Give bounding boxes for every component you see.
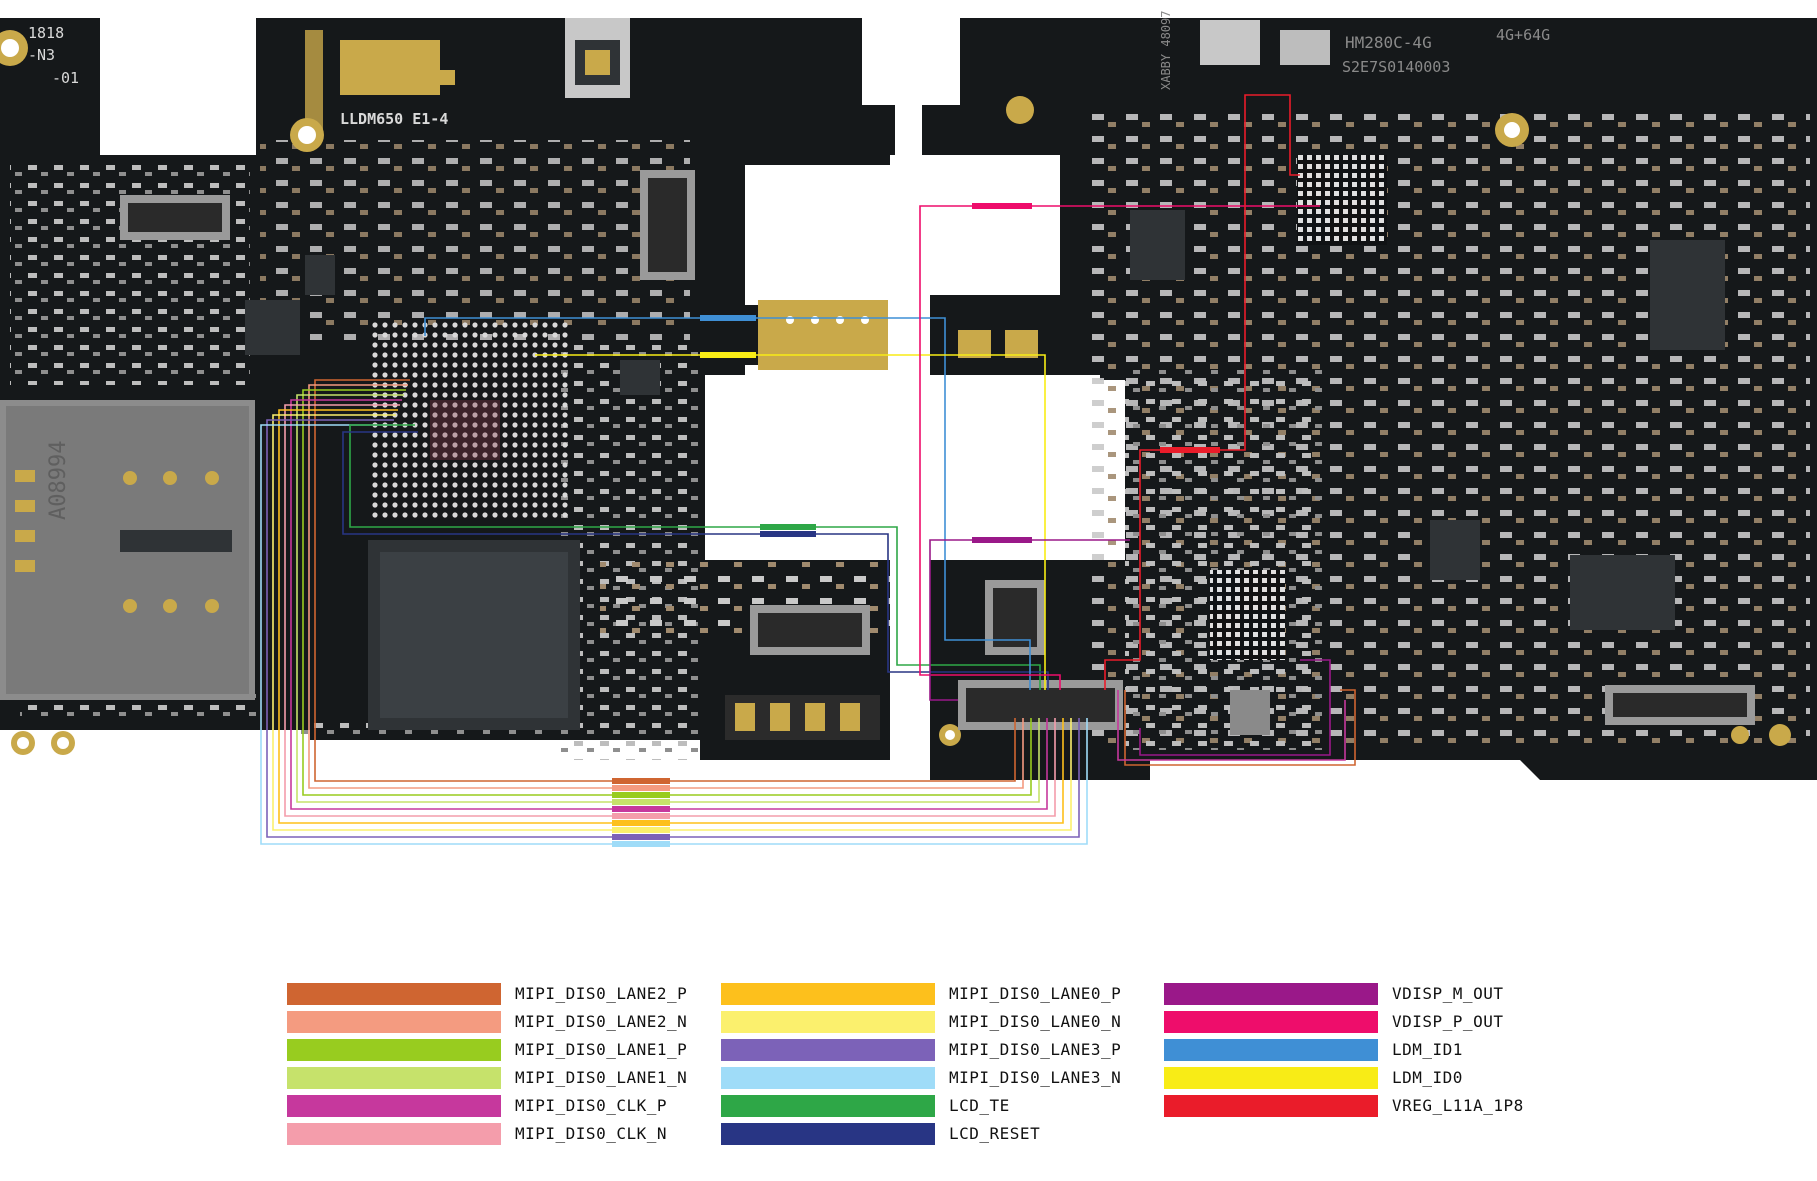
trace-vdispp xyxy=(919,205,1320,690)
legend-swatch-lane2p xyxy=(287,983,501,1005)
trace-lane3p xyxy=(266,419,1080,838)
trace-tag-lcdte xyxy=(760,524,816,530)
trace-lcdte xyxy=(349,424,1041,690)
legend-swatch-lane2n xyxy=(287,1011,501,1033)
legend-label-ldmid1: LDM_ID1 xyxy=(1392,1040,1463,1059)
legend-label-vreg: VREG_L11A_1P8 xyxy=(1392,1096,1524,1115)
left-board-model-label: LLDM650 E1-4 xyxy=(340,110,448,128)
trace-tag-clkp xyxy=(612,806,670,812)
trace-tag-vdispm xyxy=(972,537,1032,543)
legend-swatch-lcdreset xyxy=(721,1123,935,1145)
legend-swatch-lane1p xyxy=(287,1039,501,1061)
right-board-model-label: HM280C-4G xyxy=(1345,33,1432,52)
right-board-memory-label: 4G+64G xyxy=(1496,26,1550,44)
trace-lane2n xyxy=(308,384,1024,789)
trace-vdispm xyxy=(1139,659,1331,756)
trace-lane2p xyxy=(314,379,1016,782)
trace-tag-lane1p xyxy=(612,792,670,798)
trace-tag-vreg xyxy=(1160,447,1220,453)
trace-ldmid1 xyxy=(424,317,1031,690)
legend-label-clkp: MIPI_DIS0_CLK_P xyxy=(515,1096,667,1115)
legend-swatch-lane3p xyxy=(721,1039,935,1061)
trace-tag-lane2p xyxy=(612,778,670,784)
trace-tag-ldmid0 xyxy=(700,352,756,358)
legend-label-lane0n: MIPI_DIS0_LANE0_N xyxy=(949,1012,1122,1031)
legend-swatch-lane1n xyxy=(287,1067,501,1089)
left-corner-label-3: -01 xyxy=(52,69,79,87)
left-corner-label-1: 1818 xyxy=(28,24,64,42)
legend-label-clkn: MIPI_DIS0_CLK_N xyxy=(515,1124,667,1143)
legend-label-lcdte: LCD_TE xyxy=(949,1096,1010,1115)
legend-label-lcdreset: LCD_RESET xyxy=(949,1124,1041,1143)
signal-legend: MIPI_DIS0_LANE2_P MIPI_DIS0_LANE2_N MIPI_D… xyxy=(0,970,1817,1150)
legend-label-vdispm: VDISP_M_OUT xyxy=(1392,984,1504,1003)
sim-marking: A08994 xyxy=(46,441,71,520)
legend-swatch-lane0p xyxy=(721,983,935,1005)
trace-tag-lane1n xyxy=(612,799,670,805)
trace-clkp xyxy=(290,399,1048,810)
trace-vreg xyxy=(1104,94,1300,690)
legend-label-lane1p: MIPI_DIS0_LANE1_P xyxy=(515,1040,688,1059)
legend-label-ldmid0: LDM_ID0 xyxy=(1392,1068,1463,1087)
trace-tag-lane3p xyxy=(612,834,670,840)
legend-label-vdispp: VDISP_P_OUT xyxy=(1392,1012,1504,1031)
legend-swatch-clkp xyxy=(287,1095,501,1117)
legend-swatch-vreg xyxy=(1164,1095,1378,1117)
legend-label-lane2p: MIPI_DIS0_LANE2_P xyxy=(515,984,688,1003)
trace-tag-clkn xyxy=(612,813,670,819)
trace-clkn xyxy=(284,404,1056,817)
trace-lane2p xyxy=(1124,689,1356,766)
trace-tag-lane2n xyxy=(612,785,670,791)
legend-swatch-ldmid1 xyxy=(1164,1039,1378,1061)
legend-swatch-ldmid0 xyxy=(1164,1067,1378,1089)
legend-label-lane3p: MIPI_DIS0_LANE3_P xyxy=(949,1040,1122,1059)
legend-label-lane3n: MIPI_DIS0_LANE3_N xyxy=(949,1068,1122,1087)
pcb-schematic-diagram: A08994 LLDM650 E1-4 1818 -N3 -01 xyxy=(0,11,1817,847)
right-board: HM280C-4G S2E7S0140003 4G+64G XABBY 4809… xyxy=(922,11,1817,780)
legend-swatch-lane0n xyxy=(721,1011,935,1033)
trace-lane0n xyxy=(272,414,1072,831)
left-corner-label-2: -N3 xyxy=(28,46,55,64)
legend-swatch-clkn xyxy=(287,1123,501,1145)
legend-swatch-lane3n xyxy=(721,1067,935,1089)
legend-label-lane1n: MIPI_DIS0_LANE1_N xyxy=(515,1068,688,1087)
legend-label-lane0p: MIPI_DIS0_LANE0_P xyxy=(949,984,1122,1003)
trace-tag-ldmid1 xyxy=(700,315,756,321)
legend-swatch-vdispp xyxy=(1164,1011,1378,1033)
trace-tag-lane0n xyxy=(612,827,670,833)
trace-lane1p xyxy=(302,389,1032,796)
trace-lane3n xyxy=(260,424,1088,845)
trace-lcdreset xyxy=(342,431,1049,690)
right-board-code-label: XABBY 48097 xyxy=(1159,11,1173,90)
trace-lane0p xyxy=(278,409,1064,824)
right-board-serial-label: S2E7S0140003 xyxy=(1342,58,1450,76)
legend-label-lane2n: MIPI_DIS0_LANE2_N xyxy=(515,1012,688,1031)
trace-clkp xyxy=(1117,690,1346,761)
legend-swatch-lcdte xyxy=(721,1095,935,1117)
left-board: A08994 LLDM650 E1-4 1818 -N3 -01 xyxy=(0,18,895,760)
legend-swatch-vdispm xyxy=(1164,983,1378,1005)
trace-lane1n xyxy=(296,394,1040,803)
trace-tag-lane3n xyxy=(612,841,670,847)
trace-tag-vdispp xyxy=(972,203,1032,209)
trace-tag-lane0p xyxy=(612,820,670,826)
signal-traces xyxy=(260,94,1356,847)
trace-tag-lcdreset xyxy=(760,531,816,537)
